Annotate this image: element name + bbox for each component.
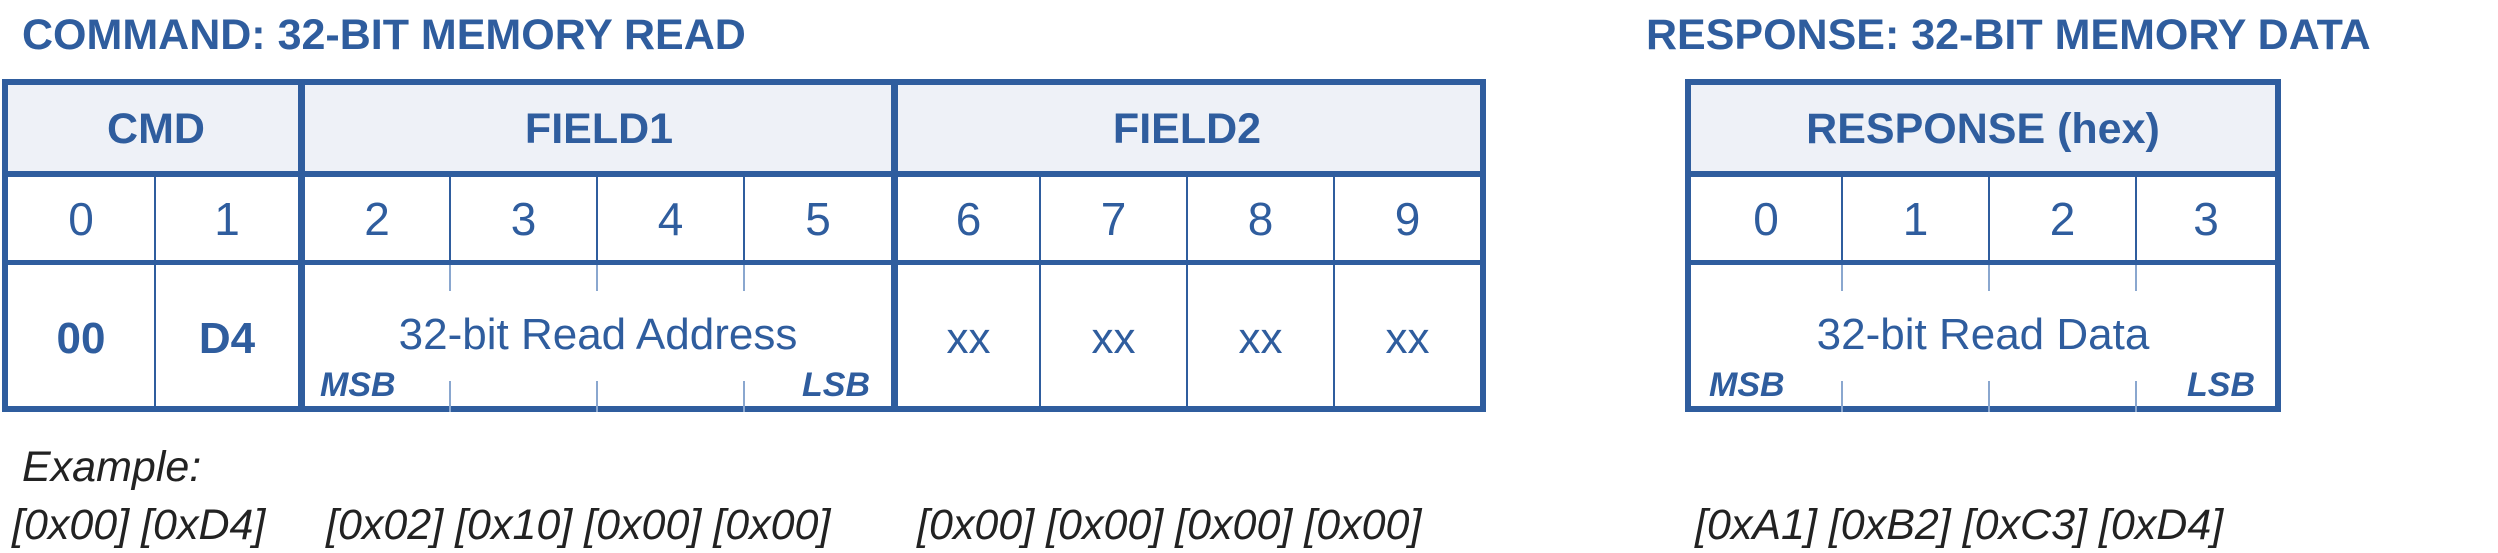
field2-value: xx xyxy=(1385,313,1430,363)
cell-divider xyxy=(1988,177,1990,260)
cell-divider xyxy=(1333,177,1335,412)
row-divider-2 xyxy=(8,260,1480,265)
byte-tick xyxy=(2135,265,2137,291)
example-response-bytes: [0xA1] [0xB2] [0xC3] [0xD4] xyxy=(1695,501,2224,549)
example-field1-bytes: [0x02] [0x10] [0x00] [0x00] xyxy=(326,501,831,549)
byte-tick xyxy=(2135,381,2137,412)
example-field2-bytes: [0x00] [0x00] [0x00] [0x00] xyxy=(917,501,1422,549)
byte-tick xyxy=(449,265,451,291)
byte-index: 3 xyxy=(2193,192,2219,245)
response-title: RESPONSE: 32-BIT MEMORY DATA xyxy=(1646,11,2371,59)
example-label: Example: xyxy=(22,443,202,491)
field1-label: 32-bit Read Address xyxy=(398,310,798,359)
header-field2: FIELD2 xyxy=(894,85,1480,173)
byte-index: 0 xyxy=(68,192,94,245)
response-lsb: LSB xyxy=(2187,366,2255,404)
cell-divider xyxy=(1841,177,1843,260)
byte-tick xyxy=(449,381,451,412)
header-response: RESPONSE (hex) xyxy=(1691,85,2275,173)
field2-value: xx xyxy=(1238,313,1283,363)
cell-divider xyxy=(449,177,451,260)
byte-index: 2 xyxy=(364,192,390,245)
cell-divider xyxy=(2135,177,2137,260)
byte-tick xyxy=(596,381,598,412)
cell-divider xyxy=(596,177,598,260)
example-cmd-bytes: [0x00] [0xD4] xyxy=(12,501,266,549)
byte-index: 3 xyxy=(510,192,537,245)
cmd-value: 00 xyxy=(56,313,106,363)
byte-tick xyxy=(1841,265,1843,291)
cell-divider xyxy=(1039,177,1041,412)
group-divider-field xyxy=(891,85,898,406)
byte-index: 8 xyxy=(1247,192,1274,245)
byte-index: 0 xyxy=(1753,192,1779,245)
response-msb: MSB xyxy=(1709,366,1785,404)
byte-index: 1 xyxy=(1902,192,1929,245)
byte-tick xyxy=(1841,381,1843,412)
byte-tick xyxy=(743,265,745,291)
cell-divider xyxy=(1186,177,1188,412)
field1-msb: MSB xyxy=(320,366,396,404)
byte-tick xyxy=(596,265,598,291)
header-field1: FIELD1 xyxy=(304,85,894,173)
group-divider-cmd xyxy=(298,85,305,406)
cmd-value: D4 xyxy=(198,313,256,363)
byte-tick xyxy=(1988,265,1990,291)
row-divider-1 xyxy=(8,171,1480,177)
field2-value: xx xyxy=(946,313,991,363)
cell-divider xyxy=(743,177,745,260)
byte-index: 9 xyxy=(1394,192,1421,245)
command-title: COMMAND: 32-BIT MEMORY READ xyxy=(22,11,746,59)
command-table: CMD FIELD1 FIELD2 0 1 2 3 4 5 6 7 8 9 00… xyxy=(2,79,1486,412)
cell-divider xyxy=(154,177,156,412)
byte-index: 7 xyxy=(1100,192,1127,245)
field1-lsb: LSB xyxy=(802,366,870,404)
field2-value: xx xyxy=(1091,313,1136,363)
byte-tick xyxy=(743,381,745,412)
byte-index: 5 xyxy=(805,192,831,245)
byte-index: 1 xyxy=(214,192,240,245)
response-data-label: 32-bit Read Data xyxy=(1816,310,2150,359)
header-cmd: CMD xyxy=(8,85,304,173)
row-divider-2 xyxy=(1691,260,2275,265)
byte-index: 6 xyxy=(955,192,982,245)
row-divider-1 xyxy=(1691,171,2275,177)
byte-index: 2 xyxy=(2049,192,2076,245)
byte-index: 4 xyxy=(657,192,684,245)
byte-tick xyxy=(1988,381,1990,412)
response-table: RESPONSE (hex) 0 1 2 3 32-bit Read Data … xyxy=(1685,79,2281,412)
